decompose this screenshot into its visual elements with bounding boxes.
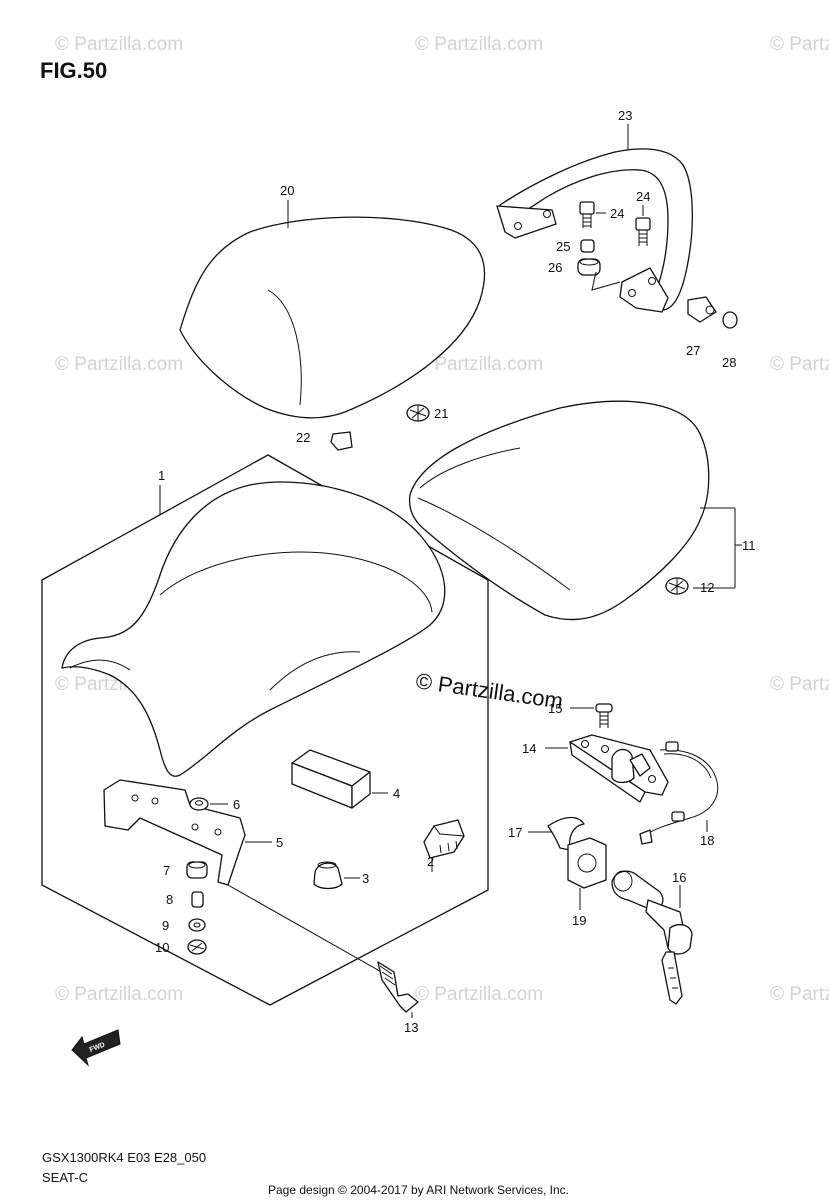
part-28-washer xyxy=(722,311,738,329)
watermark: © Partzilla.com xyxy=(55,354,183,375)
part-18-cable xyxy=(639,741,719,845)
watermark: © Partzilla.com xyxy=(770,984,829,1005)
watermark: © Partzilla.com xyxy=(415,354,543,375)
callout-21: 21 xyxy=(434,406,448,421)
part-13-bolt xyxy=(377,961,419,1018)
part-7-cushion xyxy=(186,861,208,879)
callout-7: 7 xyxy=(163,863,170,878)
section-name: SEAT-C xyxy=(42,1170,88,1185)
part-4-damper xyxy=(291,749,388,809)
part-16-lock-cylinder xyxy=(611,870,693,1005)
callout-1: 1 xyxy=(158,468,165,483)
callout-16: 16 xyxy=(672,870,686,885)
callout-14: 14 xyxy=(522,741,536,756)
callout-24b: 24 xyxy=(636,189,650,204)
callout-20: 20 xyxy=(280,183,294,198)
part-27-nut xyxy=(687,296,717,323)
callout-6: 6 xyxy=(233,797,240,812)
part-22-grommet xyxy=(330,431,353,451)
watermark: © Partzilla.com xyxy=(770,354,829,375)
callout-19: 19 xyxy=(572,913,586,928)
watermark: © Partzilla.com xyxy=(415,984,543,1005)
part-21-nut xyxy=(406,404,430,422)
part-6-nut xyxy=(189,797,228,811)
part-23-grab-rail xyxy=(496,124,693,313)
part-9-washer xyxy=(188,918,206,932)
callout-8: 8 xyxy=(166,892,173,907)
part-20-pillion-seat xyxy=(179,200,486,419)
part-10-nut xyxy=(187,939,207,955)
watermark: © Partzilla.com xyxy=(55,984,183,1005)
callout-26: 26 xyxy=(548,260,562,275)
callout-5: 5 xyxy=(276,835,283,850)
callout-13: 13 xyxy=(404,1020,418,1035)
callout-2: 2 xyxy=(427,854,434,869)
callout-3: 3 xyxy=(362,871,369,886)
part-8-collar xyxy=(191,891,204,908)
callout-25: 25 xyxy=(556,239,570,254)
callout-24a: 24 xyxy=(610,206,624,221)
leader-line xyxy=(227,884,393,979)
part-12-nut xyxy=(665,577,689,595)
callout-15: 15 xyxy=(548,701,562,716)
callout-10: 10 xyxy=(155,940,169,955)
part-2-damper xyxy=(423,819,465,872)
callout-17: 17 xyxy=(508,825,522,840)
callout-23: 23 xyxy=(618,108,632,123)
page-credit: Page design © 2004-2017 by ARI Network S… xyxy=(268,1183,569,1197)
figure-title: FIG.50 xyxy=(40,58,107,83)
watermark: © Partzilla.com xyxy=(770,34,829,55)
callout-labels: 1 2 3 4 5 6 7 8 9 10 11 12 13 14 15 16 1… xyxy=(155,108,756,1035)
part-24-bolts xyxy=(579,201,651,246)
callout-18: 18 xyxy=(700,833,714,848)
part-15-screw xyxy=(570,703,613,728)
watermark-layer: © Partzilla.com © Partzilla.com © Partzi… xyxy=(55,34,829,1005)
part-26-cushion xyxy=(577,258,621,291)
part-14-lock-plate xyxy=(545,734,669,803)
callout-12: 12 xyxy=(700,580,714,595)
part-1-seat-assembly xyxy=(41,454,489,1006)
callout-9: 9 xyxy=(162,918,169,933)
part-25-collar xyxy=(580,239,595,253)
watermark: © Partzilla.com xyxy=(415,34,543,55)
part-19-bracket xyxy=(567,837,607,910)
part-11-seat-cover xyxy=(408,400,742,621)
callout-28: 28 xyxy=(722,355,736,370)
forward-arrow: FWD xyxy=(71,1029,121,1067)
callout-22: 22 xyxy=(296,430,310,445)
watermark: © Partzilla.com xyxy=(55,34,183,55)
callout-11: 11 xyxy=(742,538,756,553)
callout-4: 4 xyxy=(393,786,400,801)
callout-27: 27 xyxy=(686,343,700,358)
center-watermark: © Partzilla.com xyxy=(414,668,564,713)
part-17-spring-clip xyxy=(528,816,585,851)
model-code: GSX1300RK4 E03 E28_050 xyxy=(42,1150,206,1165)
part-3-cushion xyxy=(313,861,360,890)
watermark: © Partzilla.com xyxy=(770,674,829,695)
